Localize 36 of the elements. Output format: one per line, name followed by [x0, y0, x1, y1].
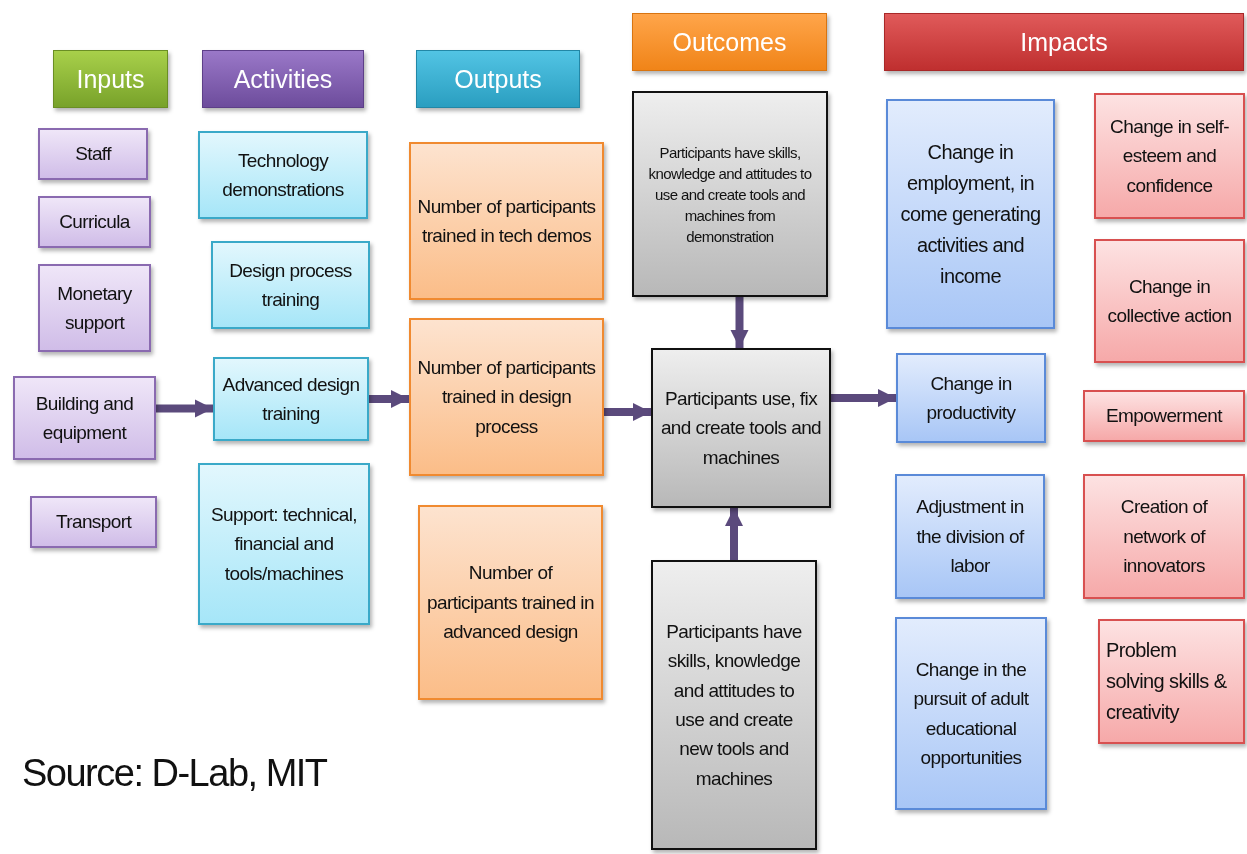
input-box: Building and equipment: [13, 376, 156, 460]
impact-box: Change in productivity: [896, 353, 1046, 443]
column-header: Activities: [202, 50, 364, 108]
outcome-box: Participants use, fix and create tools and machines: [651, 348, 831, 508]
impact-box: Change in the pursuit of adult educational opportunities: [895, 617, 1047, 810]
activity-box: Design process training: [211, 241, 370, 329]
arrow: [604, 403, 651, 421]
activity-box: Advanced design training: [213, 357, 369, 441]
impact-box: Empowerment: [1083, 390, 1245, 442]
impact-box: Creation of network of innovators: [1083, 474, 1245, 599]
input-box: Curricula: [38, 196, 151, 248]
activity-box: Support: technical, financial and tools/machines: [198, 463, 370, 625]
arrow: [156, 399, 213, 418]
arrow: [369, 390, 409, 408]
input-box: Staff: [38, 128, 148, 180]
activity-box: Technology demonstrations: [198, 131, 368, 219]
output-box: Number of participants trained in design process: [409, 318, 604, 476]
input-box: Transport: [30, 496, 157, 548]
output-box: Number of participants trained in advanced design: [418, 505, 603, 700]
arrow: [725, 508, 743, 560]
input-box: Monetary support: [38, 264, 151, 352]
arrow: [831, 389, 896, 407]
output-box: Number of participants trained in tech demos: [409, 142, 604, 300]
impact-box: Adjustment in the division of labor: [895, 474, 1045, 599]
outcome-box: Participants have skills, knowledge and attitudes to use and create tools and machines from demonstration: [632, 91, 828, 297]
arrow: [730, 297, 749, 348]
impact-box: Change in collective action: [1094, 239, 1245, 363]
column-header: Outputs: [416, 50, 580, 108]
impact-box: Problem solving skills & creativity: [1098, 619, 1245, 744]
column-header: Inputs: [53, 50, 168, 108]
impact-box: Change in self-esteem and confidence: [1094, 93, 1245, 219]
impact-box: Change in employment, in come generating activities and income: [886, 99, 1055, 329]
outcome-box: Participants have skills, knowledge and attitudes to use and create new tools and machines: [651, 560, 817, 850]
source-note: Source: D-Lab, MIT: [22, 752, 327, 795]
column-header: Impacts: [884, 13, 1244, 71]
column-header: Outcomes: [632, 13, 827, 71]
